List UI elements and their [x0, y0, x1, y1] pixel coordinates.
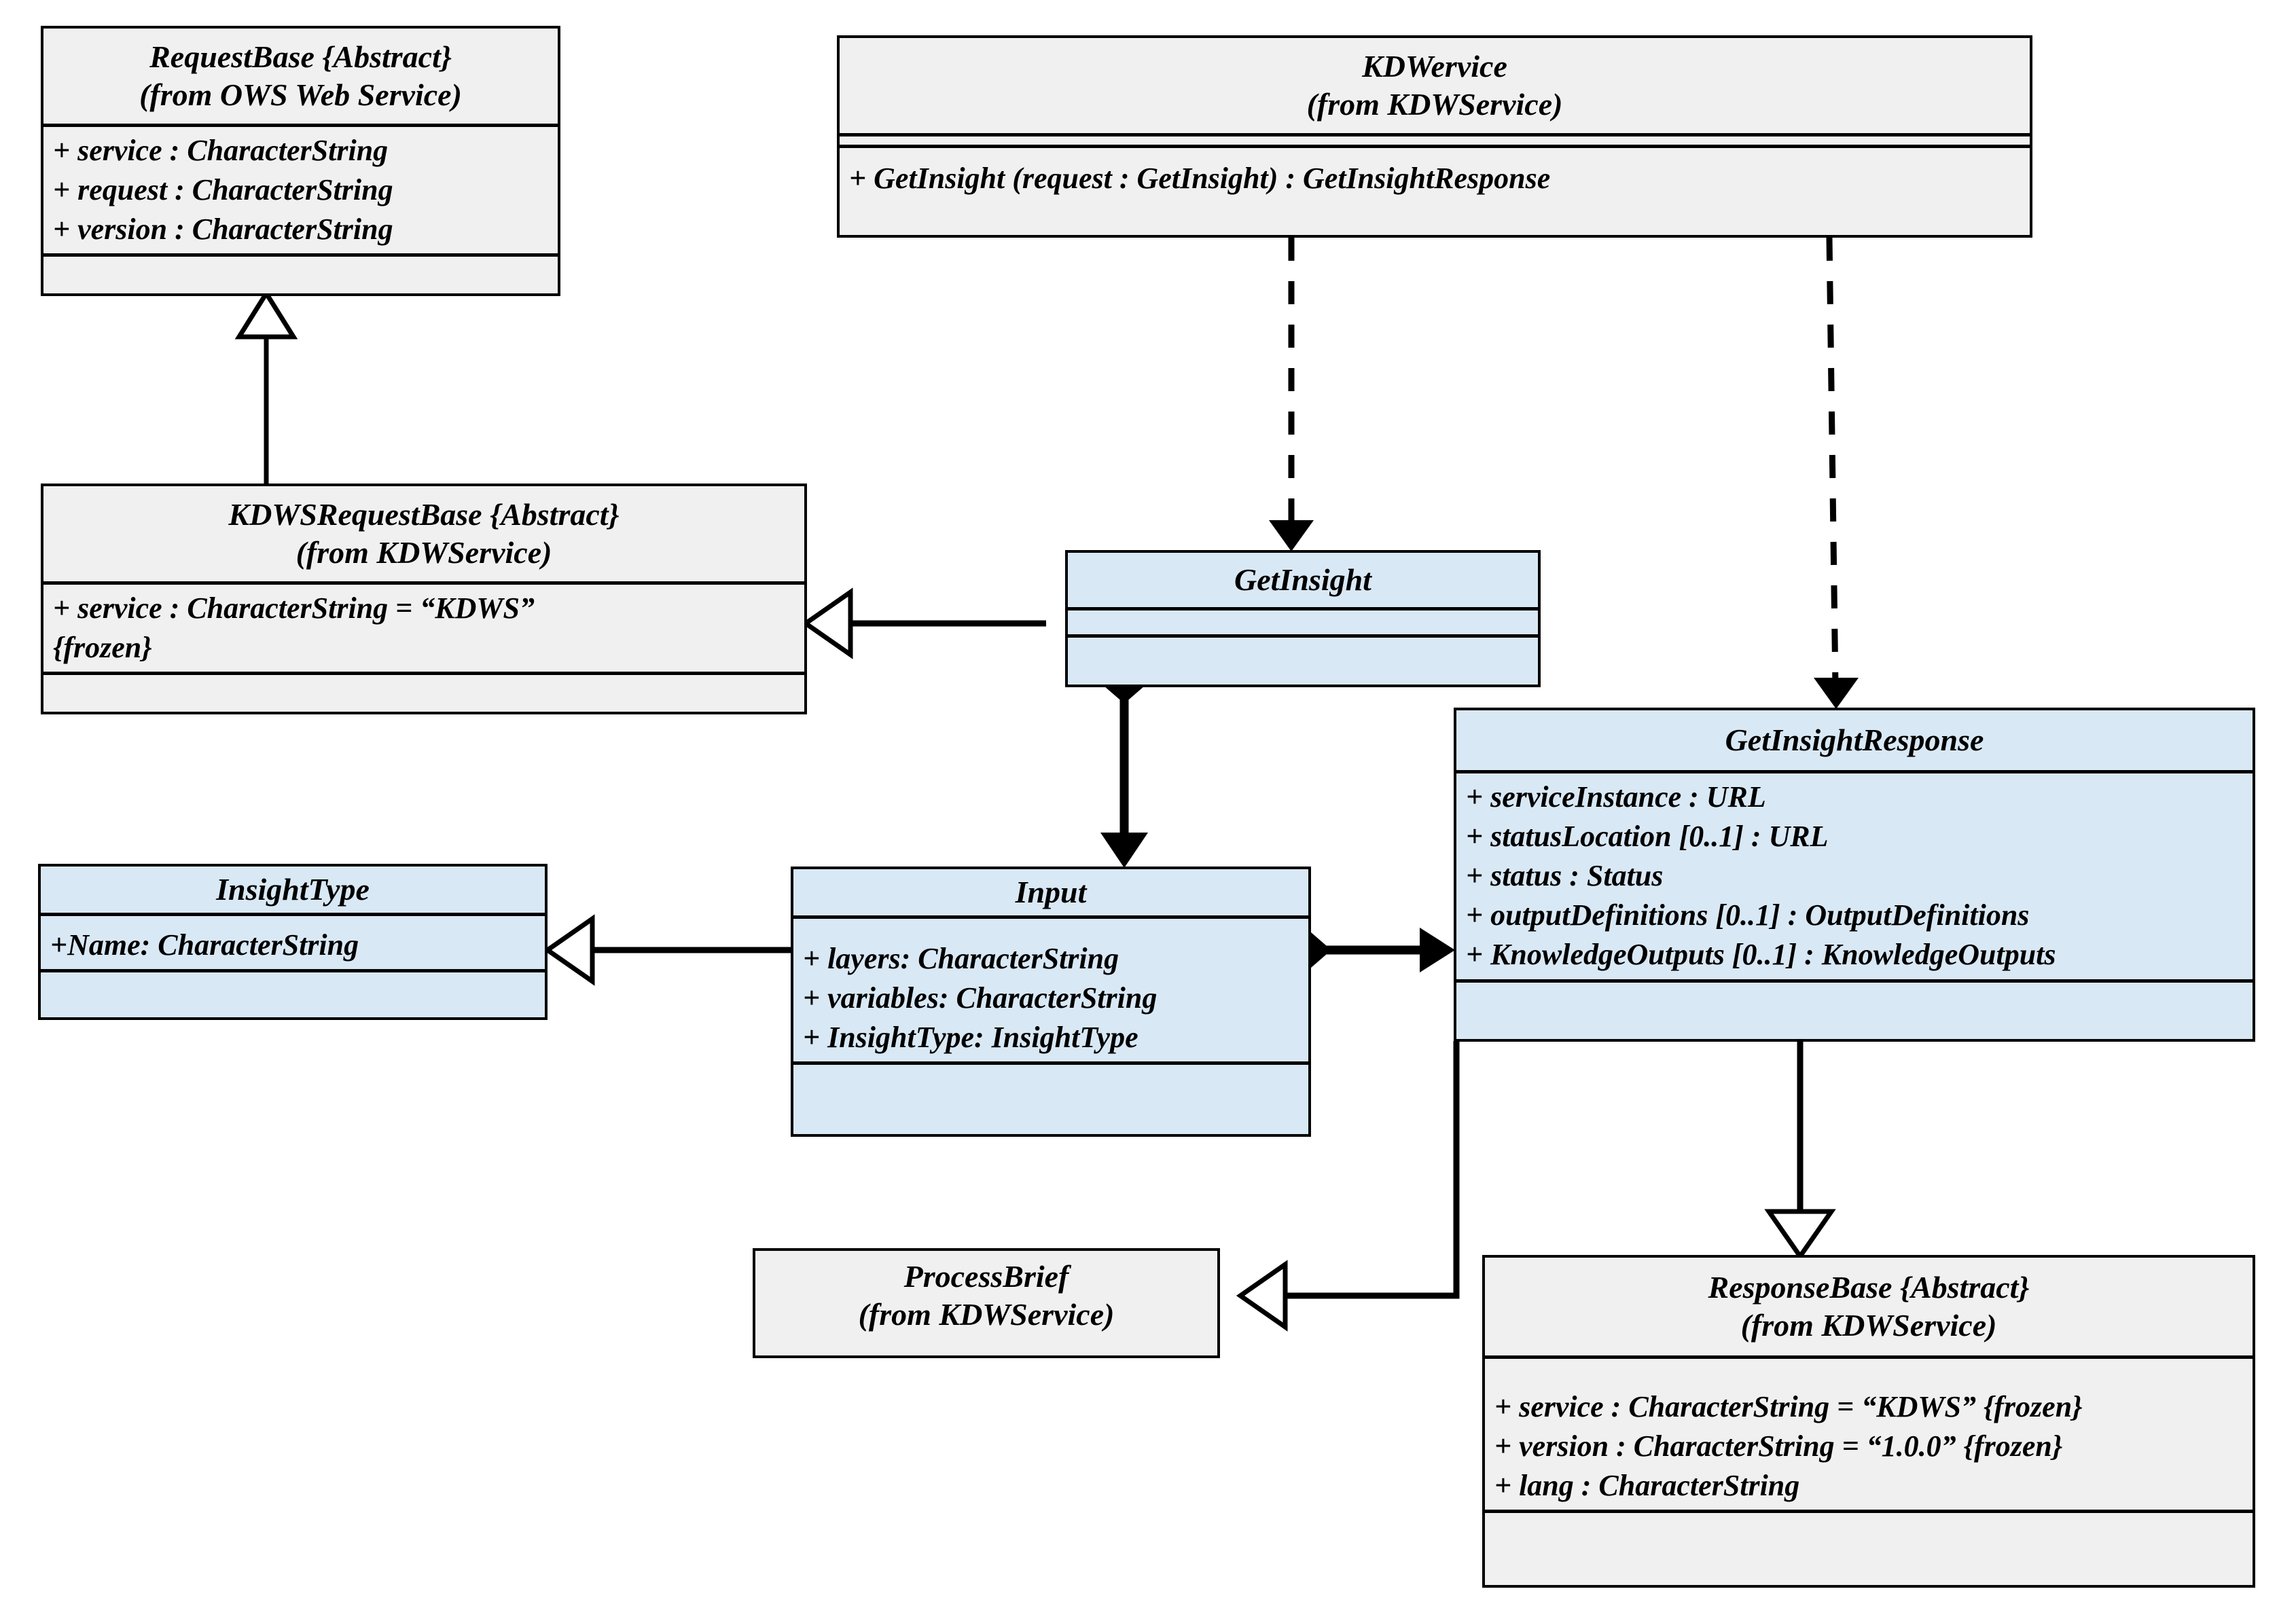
class-name: RequestBase {Abstract} — [149, 39, 452, 74]
attributes-compartment: + service : CharacterString = “KDWS” {fr… — [1485, 1355, 2253, 1510]
composition-getinsight-to-input — [1100, 668, 1148, 868]
operations-compartment — [41, 969, 545, 984]
class-name: ResponseBase {Abstract} — [1708, 1270, 2030, 1305]
operations-compartment: + GetInsight (request : GetInsight) : Ge… — [840, 145, 2030, 202]
class-name-compartment: InsightType — [41, 867, 545, 913]
attribute-row: + lang : CharacterString — [1494, 1469, 1800, 1503]
operations-compartment — [1068, 634, 1538, 655]
attribute-row: + layers: CharacterString — [803, 942, 1119, 976]
class-package: (from KDWService) — [295, 535, 552, 570]
operation-row: + GetInsight (request : GetInsight) : Ge… — [849, 162, 1551, 196]
attributes-compartment — [840, 133, 2030, 145]
generalization-kdwsrequestbase-to-requestbase — [234, 289, 298, 489]
attributes-compartment: + service : CharacterString + request : … — [43, 124, 558, 253]
class-name: GetInsight — [1234, 562, 1371, 597]
attribute-row: {frozen} — [53, 631, 152, 665]
attributes-compartment: + layers: CharacterString + variables: C… — [793, 915, 1308, 1061]
attributes-compartment: +Name: CharacterString — [41, 913, 545, 969]
attribute-row: + outputDefinitions [0..1] : OutputDefin… — [1466, 898, 2030, 932]
attributes-compartment: + service : CharacterString = “KDWS” {fr… — [43, 581, 804, 672]
composition-input-to-getinsightresponse — [1291, 928, 1455, 972]
class-name: GetInsightResponse — [1725, 723, 1984, 757]
class-insight-type[interactable]: InsightType +Name: CharacterString — [38, 864, 548, 1020]
operations-compartment — [1456, 979, 2253, 991]
class-name-compartment: Input — [793, 869, 1308, 915]
attribute-row: + service : CharacterString = “KDWS” {fr… — [1494, 1390, 2083, 1424]
class-package: (from KDWService) — [1306, 87, 1563, 122]
class-name-compartment: ResponseBase {Abstract} (from KDWService… — [1485, 1258, 2253, 1355]
generalization-getinsightresponse-to-responsebase — [1764, 1041, 1836, 1261]
class-name-compartment: KDWervice (from KDWService) — [840, 38, 2030, 133]
dependency-kdwervice-to-getinsightresponse — [1814, 237, 1859, 709]
class-request-base[interactable]: RequestBase {Abstract} (from OWS Web Ser… — [41, 26, 560, 296]
operations-compartment — [43, 253, 558, 271]
class-name-compartment: ProcessBrief (from KDWService) — [755, 1251, 1217, 1341]
operations-compartment — [793, 1061, 1308, 1084]
attribute-row: + service : CharacterString — [53, 134, 389, 168]
class-name-compartment: RequestBase {Abstract} (from OWS Web Ser… — [43, 29, 558, 124]
class-process-brief[interactable]: ProcessBrief (from KDWService) — [753, 1248, 1220, 1358]
operations-compartment — [1485, 1510, 2253, 1529]
attribute-row: + KnowledgeOutputs [0..1] : KnowledgeOut… — [1466, 938, 2056, 972]
attribute-row: + statusLocation [0..1] : URL — [1466, 820, 1829, 854]
class-name: KDWSRequestBase {Abstract} — [228, 497, 620, 532]
attribute-row: +Name: CharacterString — [50, 928, 359, 962]
class-get-insight-response[interactable]: GetInsightResponse + serviceInstance : U… — [1454, 708, 2255, 1042]
class-package: (from OWS Web Service) — [139, 77, 462, 113]
class-input[interactable]: Input + layers: CharacterString + variab… — [791, 867, 1311, 1137]
attribute-row: + version : CharacterString — [53, 213, 393, 247]
generalization-getinsight-to-kdwsrequestbase — [801, 587, 1046, 659]
attribute-row: + request : CharacterString — [53, 173, 393, 207]
class-package: (from KDWService) — [1740, 1308, 1997, 1343]
class-name: Input — [1015, 875, 1087, 909]
class-name: ProcessBrief — [903, 1259, 1069, 1294]
attribute-row: + variables: CharacterString — [803, 981, 1158, 1015]
class-name-compartment: GetInsightResponse — [1456, 710, 2253, 770]
attribute-row: + version : CharacterString = “1.0.0” {f… — [1494, 1429, 2063, 1463]
attributes-compartment: + serviceInstance : URL + statusLocation… — [1456, 770, 2253, 979]
attribute-row: + serviceInstance : URL — [1466, 780, 1766, 814]
class-get-insight[interactable]: GetInsight — [1065, 550, 1541, 687]
class-name-compartment: GetInsight — [1068, 553, 1538, 607]
class-kdwervice[interactable]: KDWervice (from KDWService) + GetInsight… — [837, 35, 2032, 238]
generalization-input-to-insighttype — [543, 914, 791, 986]
attributes-compartment — [1068, 607, 1538, 634]
class-name-compartment: KDWSRequestBase {Abstract} (from KDWServ… — [43, 486, 804, 581]
class-package: (from KDWService) — [858, 1297, 1115, 1332]
class-response-base[interactable]: ResponseBase {Abstract} (from KDWService… — [1482, 1255, 2255, 1588]
attribute-row: + InsightType: InsightType — [803, 1021, 1138, 1055]
attribute-row: + status : Status — [1466, 859, 1664, 893]
class-kdws-request-base[interactable]: KDWSRequestBase {Abstract} (from KDWServ… — [41, 484, 807, 714]
class-name: KDWervice — [1362, 49, 1507, 84]
operations-compartment — [43, 672, 804, 684]
class-name: InsightType — [216, 872, 370, 907]
dependency-kdwervice-to-getinsight — [1269, 238, 1314, 551]
attribute-row: + service : CharacterString = “KDWS” — [53, 591, 535, 625]
